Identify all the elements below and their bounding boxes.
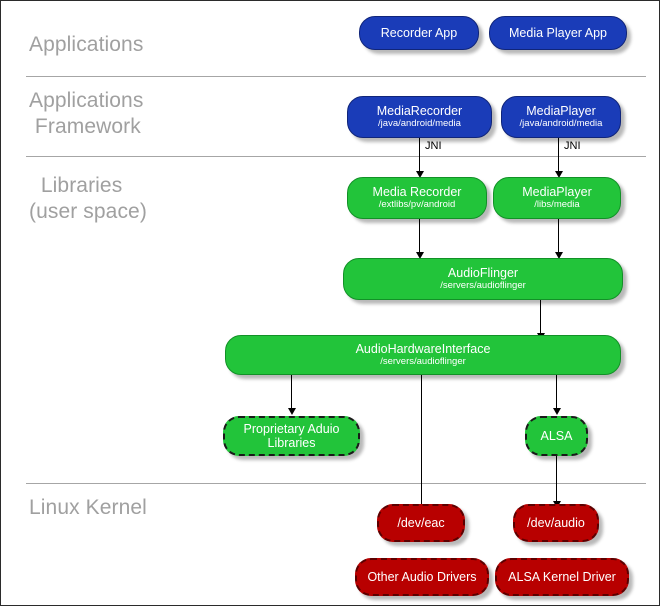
connector-mediarecorder-to-media-recorder — [419, 138, 420, 174]
layer-label-linux-kernel: Linux Kernel — [29, 496, 147, 519]
arrowhead-audioflinger-right — [555, 252, 563, 259]
arrowhead-audioflinger-left — [416, 252, 424, 259]
arrowhead-mediaplayer-lib — [555, 171, 563, 178]
arrowhead-proprietary-audio-libraries — [288, 408, 296, 415]
connector-mediaplayer-to-mediaplayer-lib — [558, 138, 559, 174]
node-mediaplayer-framework[interactable]: MediaPlayer /java/android/media — [501, 96, 621, 138]
node-alsa-title: ALSA — [540, 429, 573, 443]
node-dev-eac[interactable]: /dev/eac — [377, 504, 465, 542]
jni-label-left: JNI — [425, 140, 442, 152]
arrowhead-alsa — [553, 408, 561, 415]
node-audiohardwareinterface-title: AudioHardwareInterface — [355, 342, 491, 357]
divider-applications — [26, 76, 646, 77]
node-proprietary-audio-libraries[interactable]: Proprietary Aduio Libraries — [223, 416, 360, 456]
layer-label-libraries: Libraries (user space) — [29, 174, 147, 223]
node-audiohardwareinterface-path: /servers/audioflinger — [380, 356, 466, 368]
connector-alsa-to-dev-audio — [556, 456, 557, 504]
connector-ahi-to-alsa — [556, 375, 557, 411]
node-mediaplayer-framework-path: /java/android/media — [519, 118, 603, 130]
node-proprietary-audio-libraries-subtitle: Libraries — [267, 436, 316, 450]
node-proprietary-audio-libraries-title: Proprietary Aduio — [243, 422, 340, 436]
divider-framework — [26, 156, 646, 157]
layer-label-applications: Applications — [29, 33, 144, 56]
arrowhead-media-recorder — [416, 171, 424, 178]
node-mediaplayer-library[interactable]: MediaPlayer /libs/media — [493, 177, 621, 219]
node-mediarecorder-framework[interactable]: MediaRecorder /java/android/media — [347, 96, 492, 138]
node-mediaplayer-framework-title: MediaPlayer — [526, 104, 596, 119]
node-mediarecorder-framework-path: /java/android/media — [378, 118, 461, 130]
node-audioflinger-path: /servers/audioflinger — [440, 280, 526, 292]
node-audiohardwareinterface[interactable]: AudioHardwareInterface /servers/audiofli… — [225, 335, 621, 375]
node-media-player-app-title: Media Player App — [509, 26, 607, 40]
connector-audioflinger-to-audiohardwareinterface — [540, 300, 541, 336]
node-mediaplayer-library-path: /libs/media — [534, 199, 580, 211]
node-dev-audio-title: /dev/audio — [527, 516, 585, 530]
node-mediarecorder-framework-title: MediaRecorder — [376, 104, 463, 119]
layer-label-applications-framework: Applications Framework — [29, 89, 144, 138]
node-mediaplayer-library-title: MediaPlayer — [522, 185, 592, 200]
node-media-recorder-library-path: /extlibs/pv/android — [378, 199, 456, 211]
node-other-audio-drivers-title: Other Audio Drivers — [367, 570, 477, 584]
node-media-recorder-library[interactable]: Media Recorder /extlibs/pv/android — [347, 177, 487, 219]
divider-libraries — [26, 483, 646, 484]
jni-label-right: JNI — [564, 140, 581, 152]
connector-mediaplayer-lib-to-audioflinger — [558, 219, 559, 255]
node-dev-eac-title: /dev/eac — [397, 516, 445, 530]
node-alsa-kernel-driver[interactable]: ALSA Kernel Driver — [495, 558, 629, 596]
node-dev-audio[interactable]: /dev/audio — [513, 504, 599, 542]
node-alsa[interactable]: ALSA — [525, 416, 588, 456]
node-recorder-app[interactable]: Recorder App — [359, 16, 479, 50]
node-recorder-app-title: Recorder App — [380, 26, 458, 40]
node-media-player-app[interactable]: Media Player App — [489, 16, 627, 50]
connector-media-recorder-to-audioflinger — [419, 219, 420, 255]
node-audioflinger-title: AudioFlinger — [447, 266, 519, 281]
node-alsa-kernel-driver-title: ALSA Kernel Driver — [508, 570, 616, 584]
connector-ahi-to-proprietary-audio-libraries — [291, 375, 292, 411]
node-audioflinger[interactable]: AudioFlinger /servers/audioflinger — [343, 258, 623, 300]
node-media-recorder-library-title: Media Recorder — [372, 185, 462, 200]
node-other-audio-drivers[interactable]: Other Audio Drivers — [355, 558, 489, 596]
connector-ahi-to-dev-eac — [421, 375, 422, 507]
